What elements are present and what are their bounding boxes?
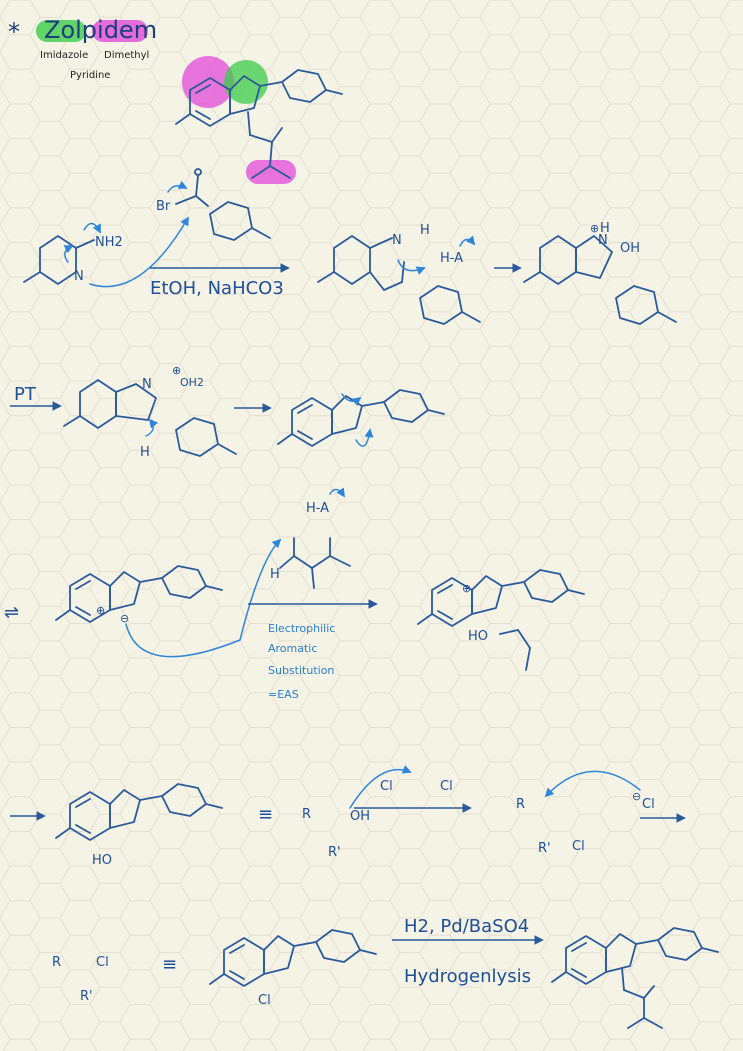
- row5-zolpidem-product: [551, 927, 719, 1029]
- conditions-eas-4: =EAS: [268, 688, 299, 701]
- label-n-2: N: [142, 377, 152, 392]
- conditions-step1: EtOH, NaHCO3: [150, 278, 284, 299]
- row1-aminopyridine: NH2 N: [23, 216, 189, 288]
- conditions-eas-2: Aromatic: [268, 642, 317, 655]
- conditions-hydro: Hydrogenlysis: [404, 966, 531, 987]
- equilibrium-arrow: ⇌: [4, 602, 19, 623]
- label-oh2: OH2: [180, 376, 204, 389]
- label-ha-1: H-A: [440, 251, 463, 266]
- label-r-2: R: [516, 797, 525, 812]
- row3-product: ⊕ HO: [417, 569, 585, 671]
- label-br: Br: [156, 199, 171, 214]
- label-n-1: N: [598, 233, 608, 248]
- label-oh-2: OH: [350, 809, 370, 824]
- row2-intermediate-3: N ⊕ OH2 H: [63, 364, 237, 460]
- label-ha-2: H-A: [306, 501, 329, 516]
- label-rp-3: R': [80, 989, 93, 1004]
- label-nh2: NH2: [95, 235, 123, 250]
- label-cl-1: Cl: [380, 779, 393, 794]
- label-cl-4: Cl: [642, 797, 655, 812]
- label-h-imine: H: [420, 223, 430, 238]
- label-ho-1: HO: [468, 629, 488, 644]
- label-cl-2: Cl: [440, 779, 453, 794]
- label-h-ald: H: [270, 567, 280, 582]
- row5-rcl: R Cl R': [52, 955, 109, 1004]
- row2-pt: PT: [10, 384, 62, 411]
- row2-intermediate-4: [277, 389, 445, 447]
- row4-alcohol-product: HO: [55, 783, 223, 868]
- label-plus-1: ⊕: [590, 222, 599, 235]
- row3-glyoxamide: H H-A: [270, 487, 351, 589]
- conditions-eas-3: Substitution: [268, 664, 334, 677]
- conditions-eas-1: Electrophilic: [268, 622, 335, 635]
- equiv-symbol-2: ≡: [162, 954, 177, 975]
- label-rp-2: R': [538, 841, 551, 856]
- label-cl-5: Cl: [96, 955, 109, 970]
- label-r-3: R: [52, 955, 61, 970]
- row3-equilibrium: ⇌: [4, 602, 19, 623]
- label-n-imine: N: [392, 233, 402, 248]
- note-imidazole: Imidazole: [40, 50, 88, 61]
- row4-intermediate: R R' Cl ⊖ Cl: [516, 770, 655, 856]
- label-minus-2: ⊖: [632, 790, 641, 803]
- label-plus-2: ⊕: [172, 364, 181, 377]
- zolpidem-structure-top: [175, 56, 343, 184]
- label-minus-1: ⊖: [120, 612, 129, 625]
- label-plus-3: ⊕: [96, 604, 105, 617]
- conditions-h2: H2, Pd/BaSO4: [404, 916, 529, 937]
- title-text: Zolpidem: [44, 16, 157, 44]
- label-n-pyridine: N: [74, 269, 84, 284]
- label-oh-1: OH: [620, 241, 640, 256]
- row1-bromoketone: Br: [156, 168, 271, 241]
- note-pyridine: Pyridine: [70, 70, 110, 81]
- equiv-symbol-1: ≡: [258, 804, 273, 825]
- conditions-pt: PT: [14, 384, 37, 405]
- row4-roh: R OH R' Cl Cl: [302, 765, 453, 860]
- label-h-1: H: [600, 221, 610, 236]
- label-cl-3: Cl: [572, 839, 585, 854]
- label-rp-1: R': [328, 845, 341, 860]
- row3-ylide: ⊕ ⊖: [55, 538, 282, 658]
- label-plus-4: ⊕: [462, 582, 471, 595]
- row3-arrow: Electrophilic Aromatic Substitution =EAS: [248, 599, 378, 701]
- row1-arrow: EtOH, NaHCO3: [150, 263, 290, 299]
- row1-intermediate-1: N H H-A: [317, 223, 481, 325]
- title-star: *: [8, 18, 20, 46]
- row1-intermediate-2: ⊕ H N OH: [523, 221, 677, 325]
- label-h-2: H: [140, 445, 150, 460]
- label-cl-6: Cl: [258, 993, 271, 1008]
- note-dimethyl: Dimethyl: [104, 50, 149, 61]
- label-ho-2: HO: [92, 853, 112, 868]
- label-r-1: R: [302, 807, 311, 822]
- title-block: * Zolpidem Imidazole Dimethyl Pyridine: [8, 16, 157, 81]
- row5-arrow: H2, Pd/BaSO4 Hydrogenlysis: [392, 916, 544, 987]
- row5-chloride-product: Cl: [209, 929, 377, 1008]
